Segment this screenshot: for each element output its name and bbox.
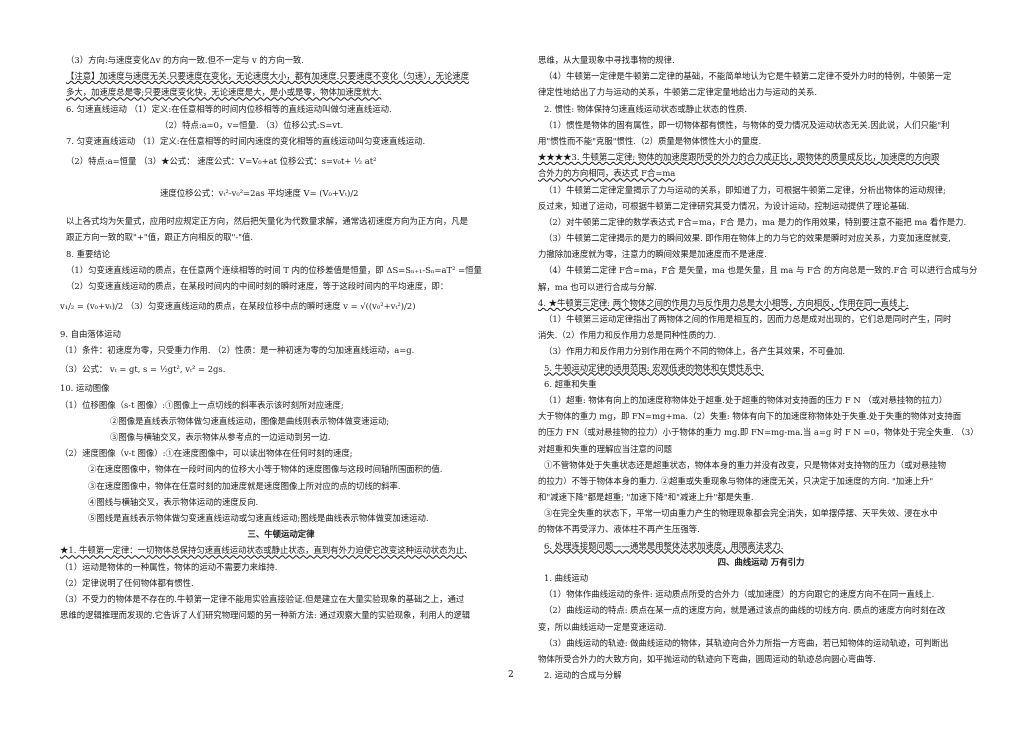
left-column-line: 9. 自由落体运动 [60, 329, 121, 340]
right-column-line: （4）牛顿第二定律 F合=ma，F合 是矢量，ma 也是矢量，且 ma 与 F合… [544, 265, 978, 276]
left-column-line: ④图线与横轴交叉，表示物体运动的速度反向. [88, 496, 259, 507]
right-column-line: 合外力的方向相同，表达式 F合=ma [538, 168, 676, 179]
right-column-line: ③在完全失重的状态下，平常一切由重力产生的物理现象都会完全消失，如单摆停摆、天平… [544, 508, 938, 519]
left-column-line: ②图像是直线表示物体做匀速直线运动，图像是曲线则表示物体做变速运动; [110, 415, 390, 426]
right-column-line: 变，所以曲线运动一定是变速运动. [538, 621, 667, 632]
right-column-line: 力撤除加速度就为零，注意力的瞬间效果是加速度而不是速度. [538, 249, 767, 260]
left-column-line: （3）方向:与速度变化Δv 的方向一致.但不一定与 v 的方向一致. [66, 55, 304, 65]
left-column-line: （2）速度图像（v-t 图像）:①在速度图像中，可以读出物体在任何时刻的速度; [60, 448, 353, 459]
right-column-line: （3）作用力和反作用力分别作用在两个不同的物体上，各产生其效果，不可叠加. [544, 346, 846, 357]
left-column-line: 以上各式均为矢量式，应用时应规定正方向，然后把矢量化为代数量求解，通常选初速度方… [66, 216, 468, 227]
right-column-line: （1）牛顿第二定律定量揭示了力与运动的关系，即知道了力，可根据牛顿第二定律，分析… [544, 184, 946, 195]
right-column-line: 物体所受合外力的大致方向，如平抛运动的轨迹向下弯曲，圆周运动的轨迹总向圆心弯曲等… [538, 653, 876, 664]
left-column-line: （1）运动是物体的一种属性，物体的运动不需要力来维持. [60, 561, 278, 572]
left-column-line: 7. 匀变速直线运动 （1）定义:在任意相等的时间内速度的变化相等的直线运动叫匀… [66, 135, 426, 146]
right-column-line: 消失.（2）作用力和反作用力总是同种性质的力. [538, 330, 717, 341]
right-column-line: （1）惯性是物体的固有属性，即一切物体都有惯性，与物体的受力情况及运动状态无关.… [544, 119, 950, 130]
right-column-line: 反过来，知道了运动，可根据牛顿第二定律研究其受力情况，为设计运动，控制运动提供了… [538, 200, 910, 211]
right-column-line: 1. 曲线运动 [544, 573, 589, 583]
right-column-line: 的物体不再受浮力、液体柱不再产生压强等. [538, 524, 700, 535]
left-column-line: 10. 运动图像 [60, 383, 110, 394]
right-column-line: 的拉力）不等于物体本身的重力. ②超重或失重现象与物体的速度无关，只决定于加速度… [538, 475, 934, 486]
right-column-line: （1）物体作曲线运动的条件: 运动质点所受的合外力（或加速度）的方向跟它的速度方… [544, 589, 935, 600]
right-column-line: 2. 运动的合成与分解 [544, 670, 622, 681]
left-column-line: 思维的逻辑推理而发现的.它告诉了人们研究物理问题的另一种新方法: 通过观察大量的… [60, 610, 471, 621]
right-column-line: 对超重和失重的理解应当注意的问题 [538, 443, 672, 454]
left-column-line: （1）匀变速直线运动的质点，在任意两个连续相等的时间 T 内的位移差值是恒量，即… [66, 264, 482, 275]
right-column: 思维，从大量现象中寻找事物的规律. （4）牛顿第一定律是牛顿第二定律的基础，不能简… [538, 52, 984, 683]
left-column-line: （2）匀变速直线运动的质点，在某段时间内的中间时刻的瞬时速度，等于这段时间内的平… [66, 280, 449, 291]
left-column-line: 6. 匀速直线运动 （1）定义:在任意相等的时间内位移相等的直线运动叫做匀速直线… [66, 103, 392, 114]
left-column-line: v₁/₂ = (v₀+vₜ)/2 （3）匀变速直线运动的质点，在某段位移中点的瞬… [60, 301, 416, 312]
right-column-line: 解，ma 也可以进行合成与分解. [538, 281, 657, 292]
left-column-line: （2）定律说明了任何物体都有惯性. [60, 577, 194, 588]
right-column-line: 2. 惯性: 物体保持匀速直线运动状态或静止状态的性质. [544, 103, 748, 114]
right-column-line: 用"惯性而不能"克服"惯性.（2）质量是物体惯性大小的量度. [538, 135, 762, 146]
right-column-line: 的压力 FN（或对悬挂物的拉力）小于物体的重力 mg.即 FN=mg-ma.当 … [538, 427, 979, 438]
right-column-line: （4）牛顿第一定律是牛顿第二定律的基础，不能简单地认为它是牛顿第二定律不受外力时… [544, 71, 952, 82]
right-column-line: （2）曲线运动的特点: 质点在某一点的速度方向，就是通过该点的曲线的切线方向. … [544, 605, 946, 616]
left-column-line: ③在速度图像中，物体在任意时刻的加速度就是速度图像上所对应的点的切线的斜率. [88, 480, 401, 491]
right-column-line: 思维，从大量现象中寻找事物的规律. [538, 55, 675, 65]
left-column-line: （1）位移图像（s-t 图像）:①图像上一点切线的斜率表示该时刻所对应速度; [60, 399, 344, 410]
left-column-line: 【注意】加速度与速度无关.只要速度在变化，无论速度大小，都有加速度.只要速度不变… [66, 71, 470, 82]
right-column-line: （2）对牛顿第二定律的数学表达式 F合=ma，F合 是力，ma 是力的作用效果，… [544, 216, 967, 227]
right-column-line: （3）曲线运动的轨迹: 做曲线运动的物体，其轨迹向合外力所指一方弯曲，若已知物体… [544, 637, 949, 648]
left-column-line: （3）不受力的物体是不存在的.牛顿第一定律不能用实验直接验证.但是建立在大量实验… [60, 593, 465, 604]
left-column-line: （2）特点:a=0，v=恒量. （3）位移公式:S=vt. [160, 119, 344, 130]
right-column-line: （3）牛顿第二定律揭示的是力的瞬间效果. 即作用在物体上的力与它的效果是瞬时对应… [544, 233, 951, 244]
page-number: 2 [508, 670, 514, 680]
right-column-line: ①不管物体处于失重状态还是超重状态，物体本身的重力并没有改变，只是物体对支持物的… [544, 459, 946, 470]
right-column-line: 和"减速下降"都是超重; "加速下降"和"减速上升"都是失重. [538, 492, 754, 503]
left-column-line: ⑤图线是直线表示物体做匀变速直线运动或匀速直线运动;图线是曲线表示物体做变加速运… [88, 512, 429, 523]
right-column-line: 6. 处理连接题问题——通常是用整体法求加速度，用隔离法求力. [544, 540, 784, 551]
right-column-line: 6. 超重和失重 [544, 378, 597, 389]
left-column-line: （1）条件：初速度为零，只受重力作用. （2）性质：是一种初速为零的匀加速直线运… [60, 345, 415, 356]
left-column-line: 多大，加速度总是零;只要速度变化快，无论速度是大，是小或是零，物体加速度就大. [66, 87, 382, 98]
right-column-line: ★★★★3. 牛顿第二定律: 物体的加速度跟所受的外力的合力成正比，跟物体的质量… [538, 152, 940, 163]
right-column-line: （1）牛顿第三运动定律指出了两物体之间的作用是相互的，因而力总是成对出现的，它们… [544, 314, 952, 324]
left-column-line: ②在速度图像中，物体在一段时间内的位移大小等于物体的速度图像与这段时间轴所围面积… [88, 464, 443, 475]
right-column-line: 律定性地给出了力与运动的关系，牛顿第二定律定量地给出力与运动的关系. [538, 87, 818, 98]
left-column-line: 跟正方向一致的取"+"值，跟正方向相反的取"-"值. [66, 232, 254, 243]
left-column-line: ③图像与横轴交叉，表示物体从参考点的一边运动到另一边. [110, 432, 331, 442]
left-column-line: （3）公式： vₜ = gt, s = ½gt², vₜ² = 2gs. [60, 364, 226, 375]
right-column-line: 5. 牛顿运动定律的适用范围: 宏观低速的物体和在惯性系中. [544, 362, 764, 373]
left-column-line: （2）特点:a=恒量 （3）★公式： 速度公式：V=V₀+at 位移公式：s=v… [66, 156, 377, 167]
left-column-line: 三、牛顿运动定律 [247, 529, 315, 540]
left-column-line: ★1. 牛顿第一定律：一切物体总保持匀速直线运动状态或静止状态，直到有外力迫使它… [60, 545, 467, 556]
right-column-line: 4. ★牛顿第三定律: 两个物体之间的作用力与反作用力总是大小相等，方向相反，作… [538, 297, 909, 308]
right-column-line: 四、曲线运动 万有引力 [717, 556, 805, 567]
left-column-line: 速度位移公式：vₜ²-v₀²=2as 平均速度 V= (V₀+Vₜ)/2 [160, 188, 359, 199]
left-column-line: 8. 重要结论 [66, 248, 111, 259]
left-column: （3）方向:与速度变化Δv 的方向一致.但不一定与 v 的方向一致. 【注意】加速… [60, 52, 502, 623]
right-column-line: 大于物体的重力 mg，即 FN=mg+ma.（2）失重: 物体有向下的加速度称物… [538, 411, 962, 422]
right-column-line: （1）超重: 物体有向上的加速度称物体处于超重.处于超重的物体对支持面的压力 F… [544, 394, 948, 405]
